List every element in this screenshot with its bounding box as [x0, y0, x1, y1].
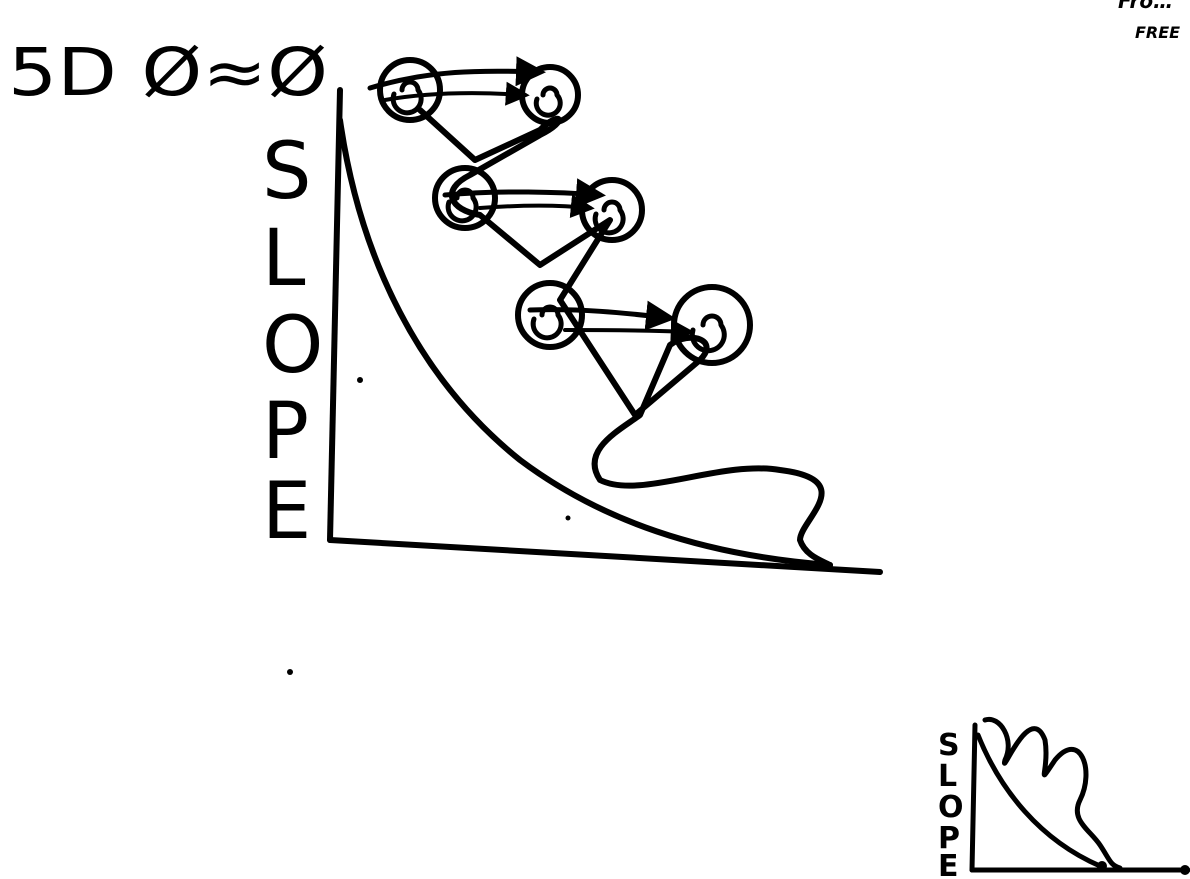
inset-wave-curve	[985, 719, 1120, 868]
main-axis-letter-o: O	[262, 301, 323, 391]
main-axis-letter-e: E	[262, 467, 311, 557]
corner-text-line-1: Fro…	[1118, 0, 1173, 13]
speck-dot-1	[357, 377, 363, 383]
arrow-2	[445, 192, 600, 195]
inset-axis-letter-s: S	[938, 728, 960, 763]
spiral-2-2	[582, 180, 642, 240]
arrow-1	[370, 71, 540, 88]
inset-chart: S L O P E	[938, 719, 1190, 879]
formula-label: 5D Ø≈Ø	[8, 34, 328, 111]
arrow-3b	[565, 330, 690, 332]
inset-axis-letter-l: L	[938, 759, 957, 794]
zigzag-path	[420, 110, 830, 565]
inset-axis-letter-e: E	[938, 849, 959, 879]
spiral-1-1	[380, 60, 440, 120]
arrow-3	[530, 310, 670, 318]
inset-axis-label: S L O P E	[938, 728, 964, 879]
inset-y-axis	[972, 725, 975, 870]
main-axis-letter-p: P	[262, 387, 309, 477]
inset-axis-letter-o: O	[938, 790, 964, 825]
corner-text-line-2: FREE	[1135, 23, 1180, 42]
spiral-1-2	[522, 67, 578, 123]
spiral-3-2	[674, 287, 750, 363]
inset-end-dot	[1097, 861, 1107, 871]
speck-dot-2	[287, 669, 293, 675]
main-x-axis	[330, 540, 880, 572]
main-axis-letter-s: S	[262, 127, 312, 217]
main-axis-label: S L O P E	[262, 127, 323, 557]
main-y-axis	[330, 90, 340, 540]
arrow-2b	[480, 206, 590, 208]
main-axis-letter-l: L	[262, 214, 306, 304]
inset-end-dot-2	[1180, 865, 1190, 875]
speck-dot-3	[566, 516, 571, 521]
arrow-1b	[385, 93, 525, 100]
